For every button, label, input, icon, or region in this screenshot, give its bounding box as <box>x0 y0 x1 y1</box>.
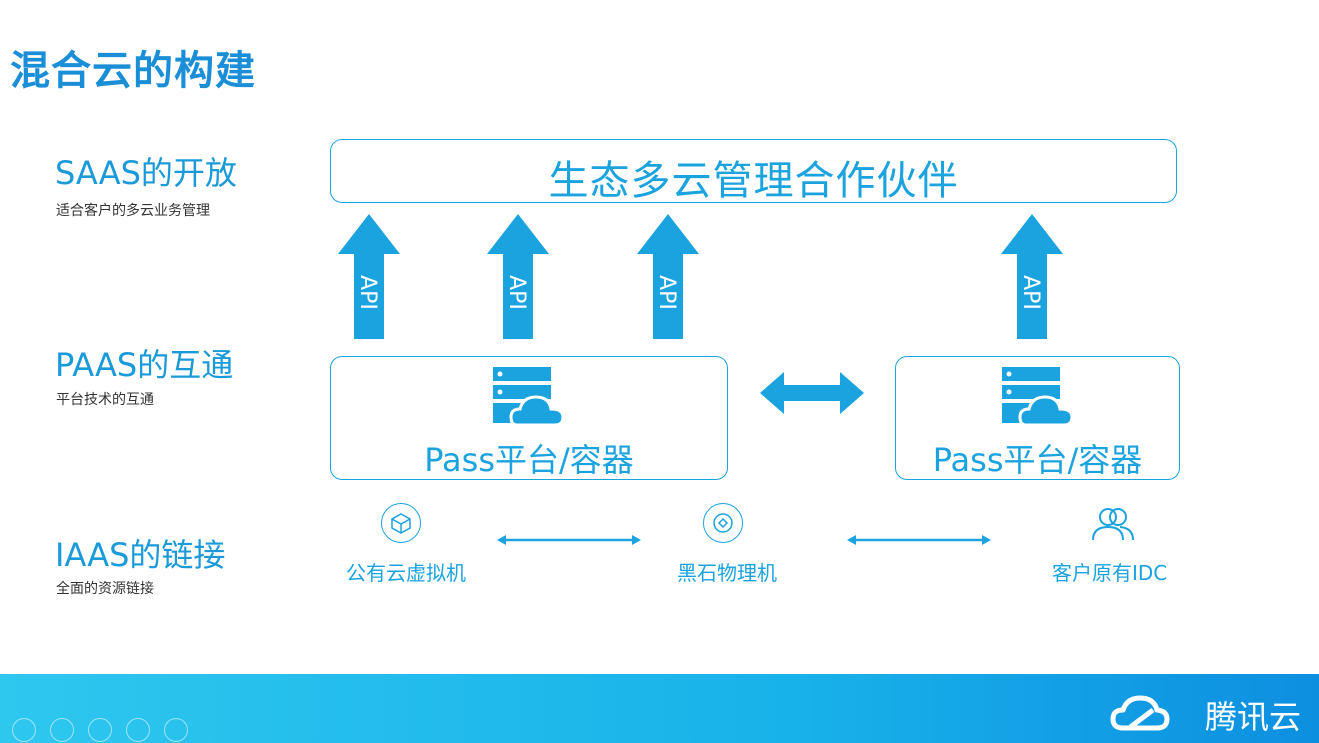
bidirectional-arrow-icon <box>760 372 864 414</box>
play-icon[interactable] <box>12 718 36 742</box>
paas-subtitle: 平台技术的互通 <box>56 392 154 408</box>
api-arrow-1 <box>338 214 400 339</box>
api-label-3: API <box>653 275 679 310</box>
paas-title: PAAS的互通 <box>55 346 234 384</box>
slides-icon[interactable] <box>88 718 112 742</box>
iaas-subtitle: 全面的资源链接 <box>56 581 154 597</box>
more-icon[interactable] <box>164 718 188 742</box>
connector-arrow-2 <box>847 535 991 545</box>
users-icon <box>1092 508 1134 541</box>
api-label-1: API <box>354 275 380 310</box>
iaas-title: IAAS的链接 <box>55 536 226 574</box>
server-cloud-icon <box>1002 367 1074 427</box>
cube-icon <box>381 503 421 543</box>
saas-subtitle: 适合客户的多云业务管理 <box>56 203 210 219</box>
paas-label-2: Pass平台/容器 <box>932 441 1143 479</box>
tencent-cloud-logo-icon <box>1110 695 1170 731</box>
api-label-4: API <box>1017 275 1043 310</box>
paas-box-2: Pass平台/容器 <box>895 356 1180 480</box>
brand-name: 腾讯云 <box>1204 698 1301 736</box>
api-arrow-4 <box>1001 214 1063 339</box>
server-icon <box>703 503 743 543</box>
page-title: 混合云的构建 <box>10 48 256 94</box>
zoom-icon[interactable] <box>126 718 150 742</box>
iaas-node-label-3: 客户原有IDC <box>1052 561 1168 585</box>
partner-box: 生态多云管理合作伙伴 <box>330 139 1177 204</box>
iaas-node-label-1: 公有云虚拟机 <box>346 561 466 585</box>
paas-box-1: Pass平台/容器 <box>330 356 728 480</box>
iaas-node-label-2: 黑石物理机 <box>677 561 777 585</box>
api-label-2: API <box>503 275 529 310</box>
saas-title: SAAS的开放 <box>55 154 237 192</box>
api-arrow-2 <box>487 214 549 339</box>
paas-label-1: Pass平台/容器 <box>424 441 634 479</box>
server-cloud-icon <box>493 367 565 427</box>
footer-bar: 腾讯云 <box>0 674 1319 743</box>
api-arrow-3 <box>637 214 699 339</box>
pen-icon[interactable] <box>50 718 74 742</box>
partner-label: 生态多云管理合作伙伴 <box>548 158 959 204</box>
connector-arrow-1 <box>497 535 641 545</box>
